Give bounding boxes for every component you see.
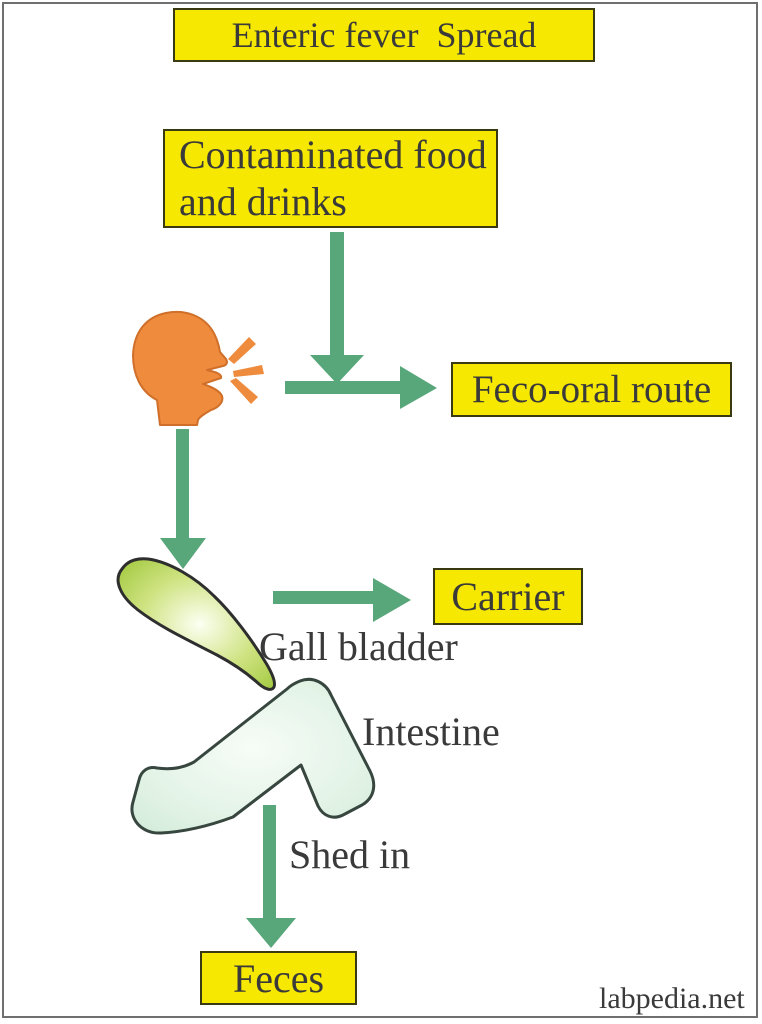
- intestine-label: Intestine: [362, 709, 500, 754]
- arrow-carrier-right: [273, 578, 411, 622]
- title-box: Enteric fever Spread: [173, 8, 595, 62]
- carrier-box: Carrier: [433, 568, 583, 625]
- gall-bladder-shape: [116, 557, 276, 691]
- arrow-feco-oral-right: [285, 366, 437, 409]
- coughing-head-icon: [132, 311, 228, 426]
- feco-oral-route-text: Feco-oral route: [471, 368, 712, 411]
- arrow-food-down: [310, 232, 364, 384]
- credit-watermark: labpedia.net: [599, 982, 745, 1015]
- shed-in-label: Shed in: [289, 832, 411, 877]
- feco-oral-route-box: Feco-oral route: [451, 362, 732, 417]
- contaminated-line2: and drinks: [179, 178, 347, 224]
- feces-text: Feces: [232, 955, 325, 1001]
- title-text: Enteric fever Spread: [231, 15, 537, 55]
- carrier-text: Carrier: [451, 574, 565, 619]
- contaminated-food-box: Contaminated food and drinks: [163, 129, 498, 228]
- sound-rays-icon: [228, 337, 264, 404]
- contaminated-line1: Contaminated food: [179, 131, 487, 177]
- feces-box: Feces: [200, 951, 357, 1005]
- intestine-shape: [130, 677, 376, 835]
- arrow-mouth-down: [160, 429, 206, 569]
- gall-bladder-label: Gall bladder: [259, 624, 458, 669]
